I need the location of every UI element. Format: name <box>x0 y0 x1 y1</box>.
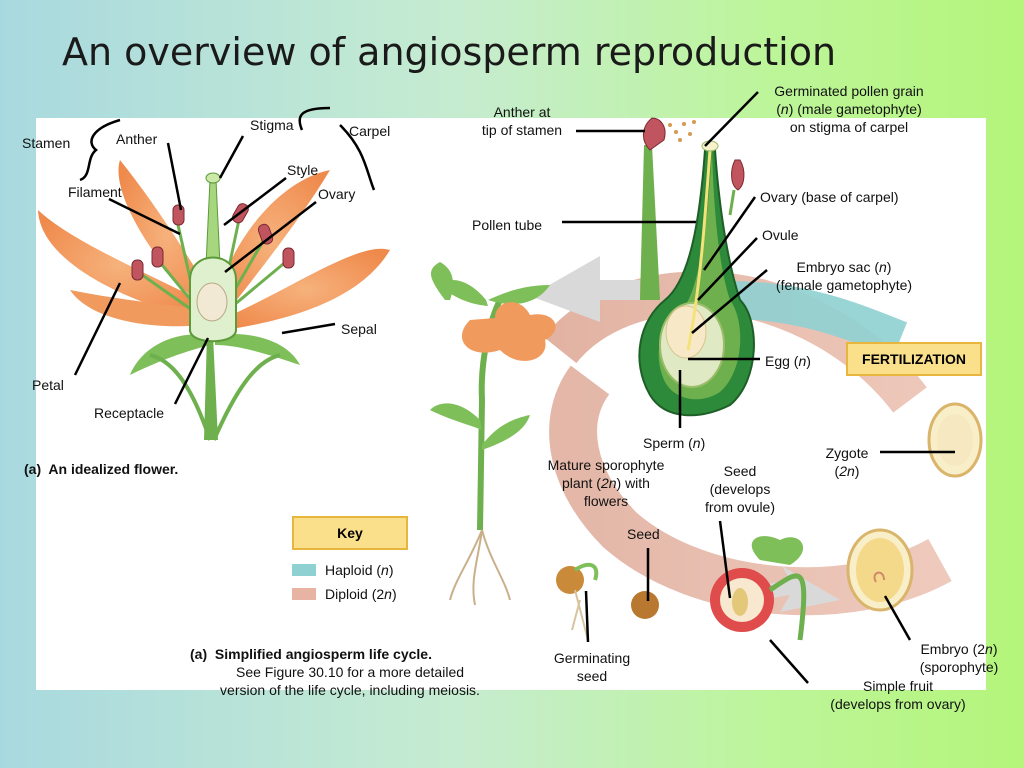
cycle-leader-lines <box>562 91 955 684</box>
diploid-swatch <box>292 588 316 600</box>
label-embryo-sac: Embryo sac (n)(female gametophyte) <box>775 259 913 293</box>
seed-art <box>631 591 659 619</box>
caption-a: (a) An idealized flower. <box>24 461 179 477</box>
grey-arrow-top <box>530 256 640 322</box>
key-haploid: Haploid (n) <box>325 562 394 578</box>
label-egg: Egg (n) <box>765 353 811 369</box>
label-ovary: Ovary <box>318 186 356 202</box>
label-sepal: Sepal <box>341 321 377 337</box>
label-anther: Anther <box>116 131 158 147</box>
key-title: Key <box>292 516 408 550</box>
label-style: Style <box>287 162 319 178</box>
label-embryo: Embryo (2n)(sporophyte) <box>919 641 999 675</box>
slide-title: An overview of angiosperm reproduction <box>62 30 837 74</box>
label-zygote: Zygote(2n) <box>825 445 869 479</box>
sporophyte-plant <box>430 262 556 606</box>
label-petal: Petal <box>32 377 64 393</box>
fertilization-box: FERTILIZATION <box>846 342 982 376</box>
label-receptacle: Receptacle <box>94 405 165 421</box>
label-sperm: Sperm (n) <box>643 435 706 451</box>
caption-b: (a) Simplified angiosperm life cycle. Se… <box>190 646 480 698</box>
label-seed: Seed <box>627 526 660 542</box>
fruit-art <box>710 536 807 641</box>
grey-arrow-bottom <box>760 566 840 612</box>
label-germinated-pollen: Germinated pollen grain(n) (male gametop… <box>774 83 924 135</box>
label-carpel: Carpel <box>349 123 391 139</box>
key-diploid: Diploid (2n) <box>325 586 397 602</box>
label-ovule: Ovule <box>762 227 799 243</box>
flower-leader-lines <box>73 106 376 405</box>
label-pollen-tube: Pollen tube <box>472 217 543 233</box>
cycle-arrow-haploid <box>729 281 908 358</box>
label-stamen: Stamen <box>22 135 71 151</box>
flower-illustration <box>38 160 390 441</box>
label-simple-fruit: Simple fruit(develops from ovary) <box>830 678 966 712</box>
label-ovary-base: Ovary (base of carpel) <box>760 189 899 205</box>
germinating-seed-art <box>556 566 584 594</box>
label-stigma: Stigma <box>250 117 294 133</box>
carpel-illustration <box>638 117 755 417</box>
label-filament: Filament <box>68 184 122 200</box>
haploid-swatch <box>292 564 316 576</box>
